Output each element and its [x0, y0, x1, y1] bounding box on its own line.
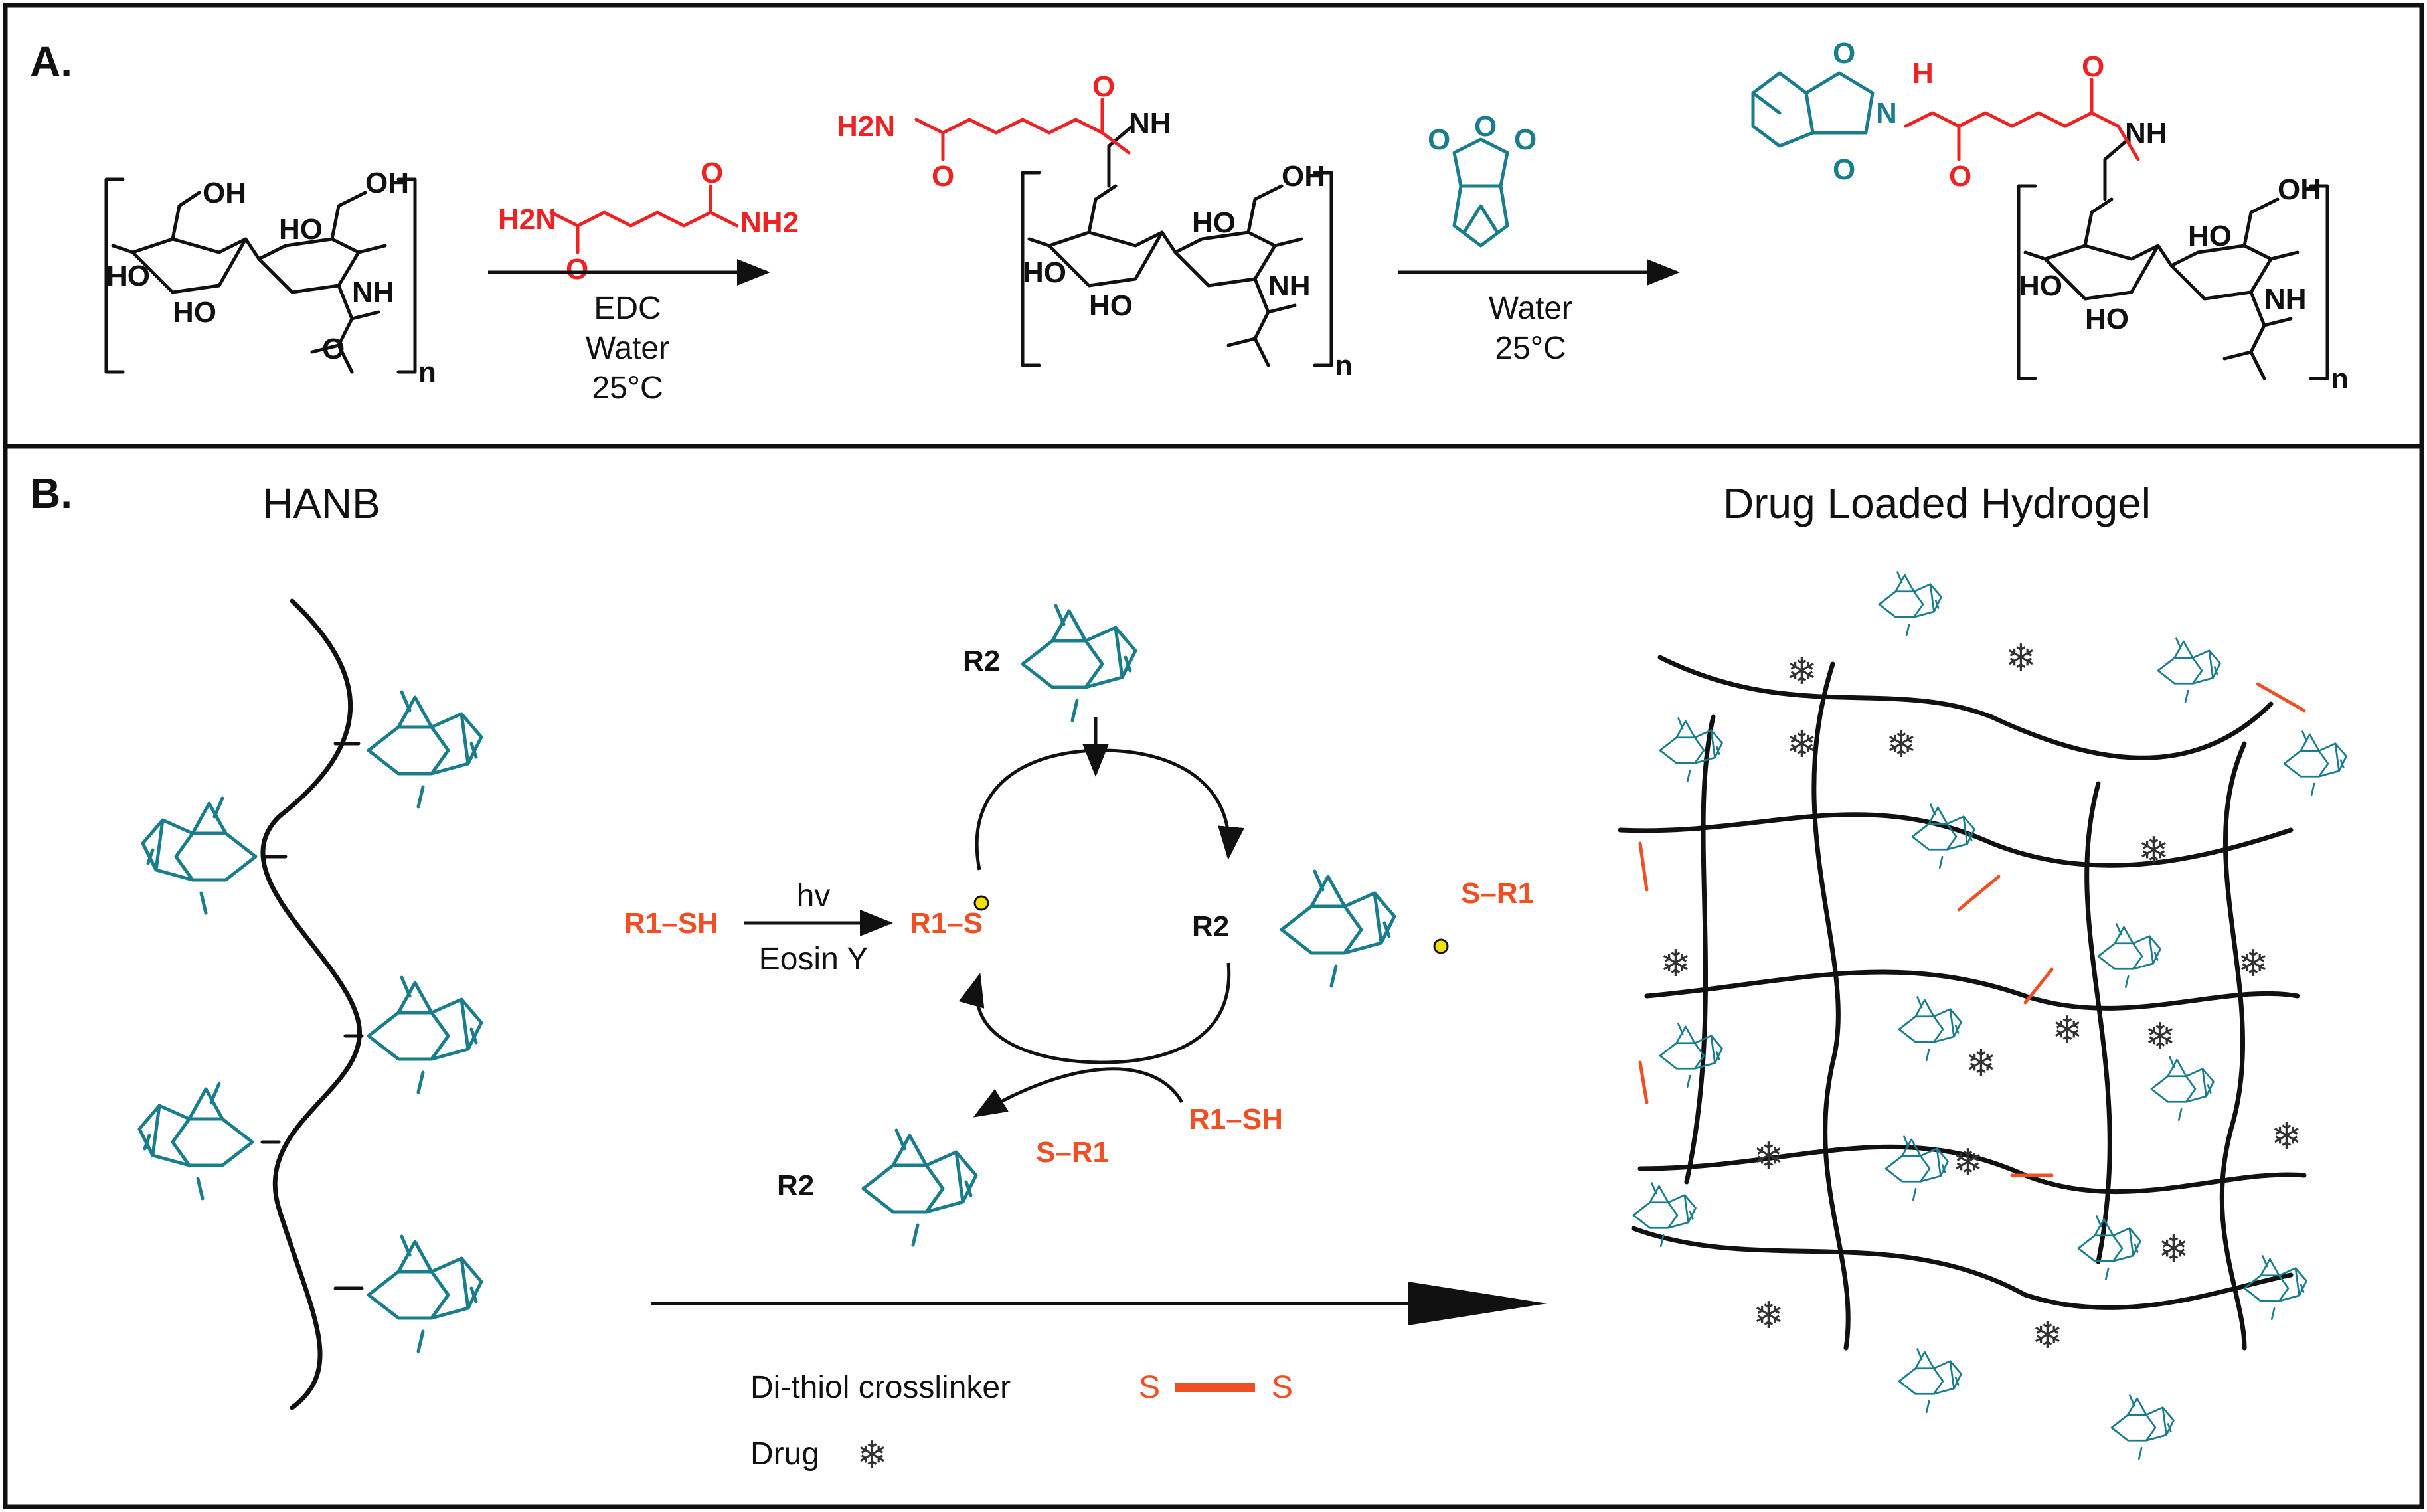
- svg-text:HO: HO: [2188, 220, 2232, 252]
- svg-text:n: n: [1335, 349, 1353, 382]
- svg-text:S–R1: S–R1: [1461, 877, 1534, 910]
- svg-text:R2: R2: [963, 645, 1000, 677]
- radical-dot-icon: [973, 895, 989, 911]
- svg-text:O: O: [701, 157, 723, 189]
- drug-icon: ❄: [2238, 942, 2269, 985]
- hanb-title: HANB: [262, 479, 380, 527]
- svg-text:S–R1: S–R1: [1036, 1136, 1109, 1169]
- drug-icon: ❄: [2005, 637, 2037, 680]
- svg-text:R2: R2: [777, 1169, 814, 1202]
- drug-icon: ❄: [857, 1434, 888, 1477]
- svg-text:NH2: NH2: [740, 207, 799, 239]
- svg-text:HO: HO: [1192, 207, 1236, 239]
- crosslinker-icon: [1175, 1383, 1255, 1392]
- svg-text:H: H: [1912, 57, 1934, 90]
- gelation-arrow-head: [1408, 1282, 1547, 1325]
- water-label-1: Water: [586, 331, 669, 366]
- edc-label: EDC: [594, 291, 661, 326]
- drug-icon: ❄: [2032, 1314, 2063, 1357]
- drug-icon: ❄: [1786, 650, 1817, 693]
- svg-text:HO: HO: [1023, 256, 1066, 289]
- svg-text:HO: HO: [2019, 270, 2062, 302]
- adh-reagent: H2N O O NH2: [498, 157, 799, 286]
- temp-label-2: 25°C: [1495, 331, 1566, 366]
- drug-icon: ❄: [2271, 1115, 2302, 1158]
- drug-icon: ❄: [1753, 1135, 1784, 1178]
- svg-text:OH: OH: [203, 177, 246, 209]
- hydrogel-network: [1618, 571, 2347, 1460]
- temp-label-1: 25°C: [592, 371, 663, 406]
- svg-text:O: O: [1428, 124, 1450, 156]
- water-label-2: Water: [1489, 291, 1572, 326]
- svg-text:n: n: [2331, 363, 2349, 395]
- svg-text:NH: NH: [2264, 283, 2307, 315]
- svg-text:O: O: [1474, 110, 1497, 143]
- drug-icon: ❄: [1966, 1042, 1997, 1085]
- ha-adh-structure: NH HO HO HO OH NH n: [1023, 107, 1353, 382]
- legend-drug-label: Drug: [750, 1436, 819, 1471]
- hv-label: hv: [797, 879, 831, 914]
- drug-icon: ❄: [2158, 1228, 2189, 1271]
- thiyl-label: R1–S: [910, 907, 983, 940]
- hydrogel-title: Drug Loaded Hydrogel: [1723, 479, 2151, 527]
- svg-text:O: O: [1949, 160, 1971, 193]
- adh-attached-chain: H2N O O: [837, 70, 1131, 193]
- drug-icon: ❄: [1660, 942, 1691, 985]
- legend-s-right: S: [1272, 1370, 1293, 1405]
- svg-text:HO: HO: [2085, 303, 2129, 335]
- ha-structure-start: OH OH HO HO HO NH O n: [106, 167, 436, 388]
- drug-icon: ❄: [1786, 723, 1817, 766]
- svg-text:NH: NH: [1268, 270, 1311, 302]
- svg-text:NH: NH: [1129, 107, 1171, 139]
- svg-text:HO: HO: [106, 260, 150, 292]
- panel-b-label: B.: [30, 469, 72, 517]
- svg-text:HO: HO: [173, 296, 216, 329]
- svg-text:O: O: [566, 253, 588, 286]
- svg-text:O: O: [1833, 153, 1855, 186]
- thiol-label: R1–SH: [624, 907, 718, 940]
- drug-icon: ❄: [1753, 1294, 1784, 1337]
- hanb-structure: NH HO HO HO OH NH n: [2019, 117, 2349, 395]
- svg-text:OH: OH: [2278, 173, 2321, 206]
- svg-text:N: N: [1876, 97, 1897, 129]
- thiol-ene-cycle: R2 R2 S–R1 R2 S–R1 R1–SH: [777, 606, 1534, 1245]
- svg-text:NH: NH: [352, 276, 394, 309]
- svg-text:O: O: [1514, 124, 1537, 156]
- svg-text:H2N: H2N: [498, 203, 556, 236]
- eosin-label: Eosin Y: [759, 942, 869, 977]
- svg-text:HO: HO: [279, 213, 323, 246]
- svg-text:O: O: [1833, 37, 1855, 70]
- svg-text:OH: OH: [365, 167, 409, 199]
- svg-text:R2: R2: [1192, 910, 1229, 943]
- norbornene-anhydride-reagent: O O O: [1428, 110, 1537, 248]
- legend-s-left: S: [1139, 1370, 1160, 1405]
- hanb-linker: H O O O O N: [1751, 37, 2140, 193]
- svg-text:H2N: H2N: [837, 110, 895, 143]
- svg-text:OH: OH: [1282, 160, 1325, 193]
- drug-icon: ❄: [2138, 829, 2169, 873]
- drug-icon: ❄: [1886, 723, 1917, 766]
- drug-icon: ❄: [1952, 1141, 1983, 1185]
- drug-icon: ❄: [2052, 1009, 2083, 1052]
- svg-text:NH: NH: [2125, 117, 2167, 149]
- svg-text:O: O: [2082, 50, 2104, 83]
- panel-a-label: A.: [30, 38, 72, 86]
- svg-text:O: O: [322, 333, 345, 365]
- legend-crosslinker-label: Di-thiol crosslinker: [750, 1370, 1011, 1405]
- outer-frame: [3, 3, 2424, 1509]
- svg-text:HO: HO: [1089, 290, 1133, 322]
- drug-icon: ❄: [2145, 1015, 2176, 1058]
- svg-text:n: n: [418, 356, 436, 388]
- radical-dot-icon: [1433, 938, 1449, 954]
- hanb-polymer-chain: [139, 598, 481, 1410]
- svg-text:O: O: [932, 160, 954, 193]
- svg-text:R1–SH: R1–SH: [1189, 1103, 1283, 1135]
- svg-text:O: O: [1092, 70, 1115, 103]
